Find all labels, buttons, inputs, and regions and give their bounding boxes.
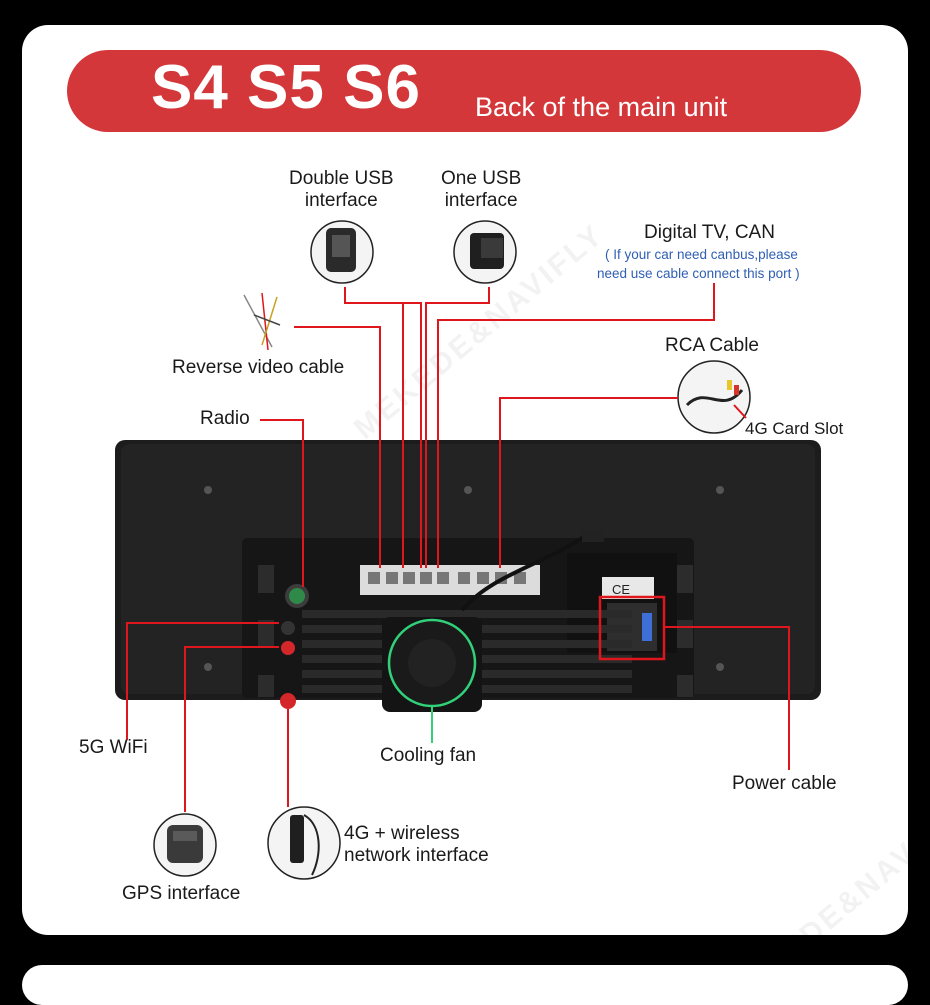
rca-cable-label: RCA Cable (665, 335, 759, 356)
wifi-5g-label: 5G WiFi (79, 737, 148, 758)
rca-cable-photo (677, 360, 751, 434)
banner-subtitle: Back of the main unit (475, 92, 728, 122)
diagram-drawing: CE (115, 220, 821, 880)
title-banner: S4 S5 S6 Back of the main unit (67, 50, 861, 132)
leader-lines (126, 283, 790, 812)
one-usb-label: One USB interface (441, 168, 522, 211)
double-usb-photo (310, 220, 374, 284)
diagram-card: S4 S5 S6 Back of the main unit MEKEDE&NA… (22, 25, 908, 935)
digital-tv-label: Digital TV, CAN (644, 222, 775, 243)
head-unit: CE (115, 440, 821, 712)
cooling-fan-label: Cooling fan (380, 745, 477, 766)
radio-label: Radio (200, 408, 250, 429)
card-slot-label: 4G Card Slot (745, 419, 844, 438)
gps-label: GPS interface (122, 883, 241, 904)
ce-mark: CE (612, 582, 630, 597)
wireless-4g-photo (267, 806, 341, 880)
digital-tv-note-2: need use cable connect this port ) (597, 266, 800, 281)
gps-photo (153, 813, 217, 877)
next-card (22, 965, 908, 1005)
reverse-video-label: Reverse video cable (172, 357, 345, 378)
digital-tv-note-1: ( If your car need canbus,please (605, 247, 798, 262)
power-cable-label: Power cable (732, 773, 837, 794)
reverse-video-cable-photo (243, 292, 281, 351)
wireless-4g-label: 4G + wireless network interface (344, 823, 489, 866)
one-usb-photo (453, 220, 517, 284)
double-usb-label: Double USB interface (289, 168, 394, 211)
banner-models: S4 S5 S6 (151, 53, 421, 122)
